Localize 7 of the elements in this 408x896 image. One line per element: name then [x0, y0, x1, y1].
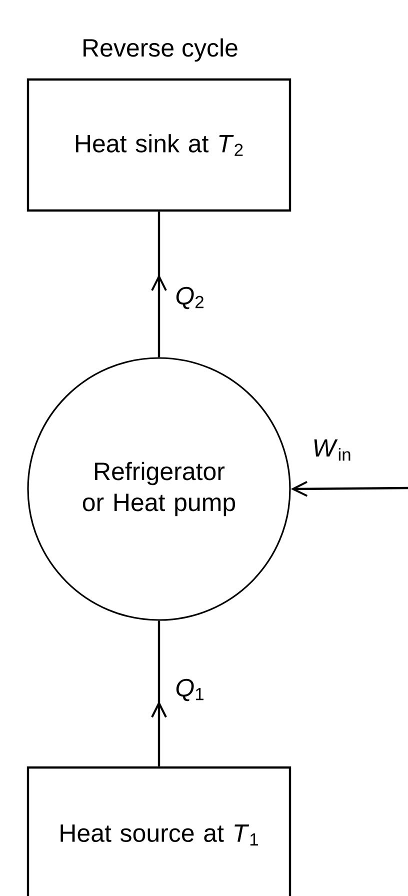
process-box: Heat source at T$_{1}$ — [26, 766, 292, 896]
edge-label: Q$_{2}$ — [176, 286, 204, 310]
edge-label: W$_{in}$ — [314, 439, 350, 461]
edge-label: Q$_{1}$ — [176, 678, 204, 702]
title: Reverse cycle — [84, 38, 238, 62]
arrow — [290, 480, 408, 497]
process-box: Heat sink at T$_{2}$ — [26, 78, 292, 212]
